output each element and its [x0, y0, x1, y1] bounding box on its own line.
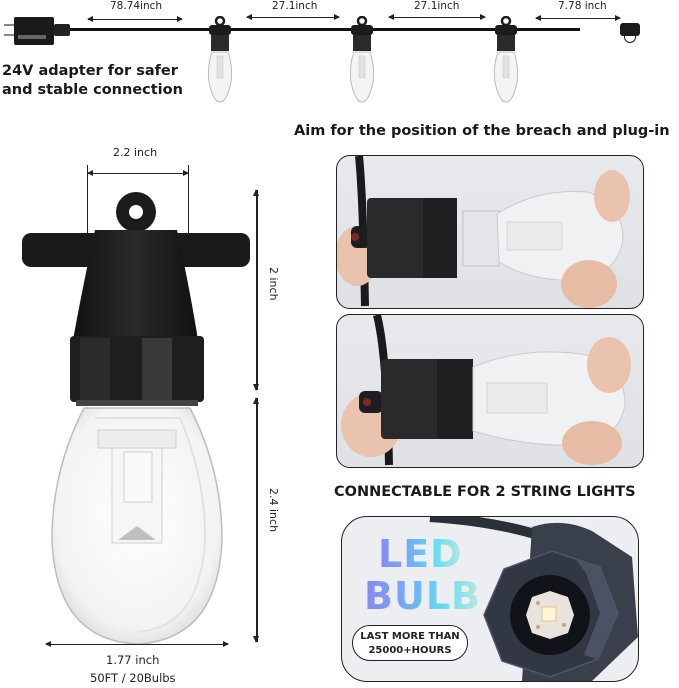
- socket-width-arrow: [87, 170, 189, 176]
- dim-arrow: [535, 15, 621, 21]
- top-string-diagram: 78.74inch 27.1inch 27.1inch 7.78 inch: [0, 0, 679, 105]
- spec-label: 50FT / 20Bulbs: [90, 671, 176, 685]
- led-bulb-panel: LED BULB LAST MORE THAN 25000+HOURS: [341, 516, 639, 682]
- bulb-illustration: [22, 192, 250, 645]
- lifespan-badge: LAST MORE THAN 25000+HOURS: [352, 625, 468, 661]
- dim-label: 27.1inch: [272, 0, 318, 12]
- power-adapter: [4, 17, 54, 45]
- bulb-word: BULB: [364, 574, 481, 618]
- socket-height-arrow: [253, 189, 259, 391]
- led-word: LED: [378, 532, 463, 576]
- bulb-width-label: 1.77 inch: [106, 653, 160, 667]
- bulb-height-label: 2.4 inch: [267, 488, 280, 533]
- socket-width-label: 2.2 inch: [113, 146, 158, 159]
- bulb-dimension-diagram: 2.2 inch: [0, 140, 300, 688]
- install-photo-1: [336, 155, 644, 309]
- dim-label: 7.78 inch: [558, 0, 607, 12]
- adapter-caption: 24V adapter for safer and stable connect…: [2, 63, 183, 98]
- dim-arrow: [246, 14, 340, 20]
- bulb-height-arrow: [253, 397, 259, 643]
- mini-bulb: [205, 15, 235, 104]
- bulb-width-arrow: [45, 641, 229, 647]
- mini-bulb: [491, 15, 521, 104]
- string-cord: [70, 28, 580, 31]
- install-heading: Aim for the position of the breach and p…: [294, 123, 670, 139]
- dim-arrow: [87, 16, 183, 22]
- dim-label: 27.1inch: [414, 0, 460, 12]
- connect-heading: CONNECTABLE FOR 2 STRING LIGHTS: [334, 484, 636, 500]
- end-connector: [620, 23, 640, 36]
- dim-arrow: [388, 14, 486, 20]
- socket-height-label: 2 inch: [267, 267, 280, 301]
- install-photo-2: [336, 314, 644, 468]
- mini-bulb: [347, 15, 377, 104]
- dim-label: 78.74inch: [110, 0, 163, 12]
